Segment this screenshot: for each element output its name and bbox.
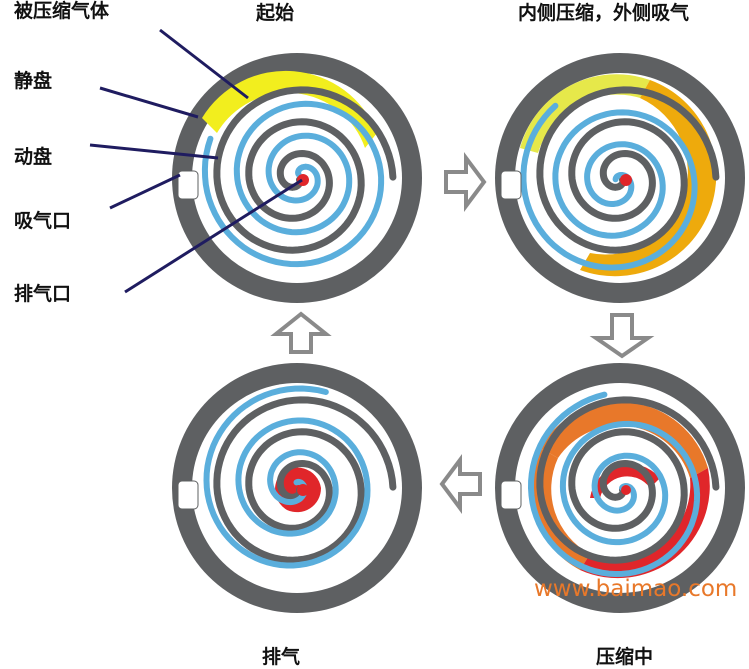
leader-compressed-gas (159, 28, 249, 100)
arrow-right (444, 152, 487, 212)
discharge-port (621, 485, 631, 495)
orbiting-scroll-spiral (203, 385, 371, 569)
stage-title-start: 起始 (256, 2, 295, 24)
discharge-port (620, 174, 632, 186)
fixed-scroll-spiral (536, 86, 720, 254)
intake-port (177, 170, 199, 200)
orbiting-scroll-spiral (201, 100, 385, 268)
hot-gas-region (540, 401, 708, 478)
compressor-compressing (495, 363, 745, 613)
watermark: www.baimao.com (534, 576, 738, 602)
discharge-port (297, 174, 309, 186)
intake-gas-region (520, 74, 650, 153)
arrow-left (439, 454, 482, 514)
leader-lines (89, 28, 303, 294)
leader-orbiting-scroll (89, 143, 219, 160)
legend-orbiting-scroll: 动盘 (14, 146, 53, 168)
fixed-scroll-spiral (213, 396, 397, 564)
leader-intake-port (109, 173, 181, 210)
legend-compressed-gas: 被压缩气体 (14, 0, 110, 22)
compressor-inner-compress-outer-intake (495, 53, 745, 303)
stage-title-discharge: 排气 (262, 646, 301, 668)
fixed-scroll-spiral (536, 396, 720, 564)
stage-title-compressing: 压缩中 (596, 646, 654, 668)
arrow-up (270, 311, 332, 354)
leader-discharge-port (124, 178, 303, 294)
stage-title-inner-compress: 内侧压缩，外侧吸气 (518, 2, 690, 24)
orbiting-scroll-spiral (520, 102, 698, 271)
compressor-discharge (172, 363, 422, 613)
leader-fixed-scroll (99, 86, 199, 119)
legend-intake-port: 吸气口 (14, 210, 72, 232)
hot-gas-region-outer (530, 448, 590, 570)
intake-port (177, 480, 199, 510)
legend-fixed-scroll: 静盘 (14, 70, 53, 92)
compressed-gas-region (202, 70, 377, 148)
discharge-port (297, 484, 309, 496)
arrow-down (589, 313, 655, 359)
orbiting-scroll-spiral (527, 391, 701, 578)
fixed-scroll-spiral (213, 86, 397, 254)
intake-port (500, 480, 522, 510)
intake-port (500, 170, 522, 200)
legend-discharge-port: 排气口 (14, 283, 72, 305)
compressor-start (172, 53, 422, 303)
